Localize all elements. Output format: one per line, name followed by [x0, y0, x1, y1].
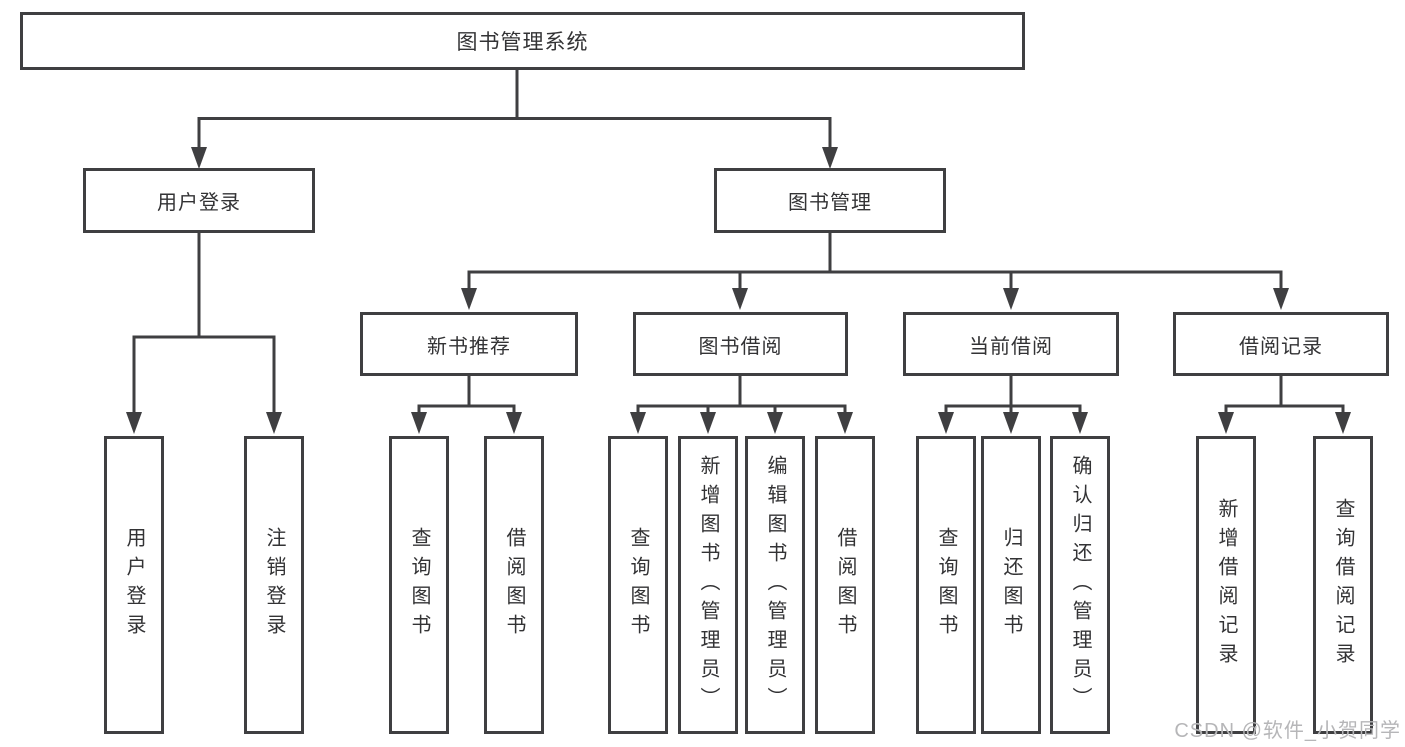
node-borrowing-records: 借阅记录 [1173, 312, 1389, 376]
leaf-logout: 注销登录 [244, 436, 304, 734]
watermark: CSDN @软件_小贺同学 [1174, 720, 1401, 742]
leaf-query-books-recommendation: 查询图书 [389, 436, 449, 734]
leaf-confirm-return-admin: 确认归还（管理员） [1050, 436, 1110, 734]
leaf-return-books: 归还图书 [981, 436, 1041, 734]
node-user-login: 用户登录 [83, 168, 315, 233]
leaf-query-borrowing-record: 查询借阅记录 [1313, 436, 1373, 734]
leaf-borrow-books-recommendation: 借阅图书 [484, 436, 544, 734]
leaf-borrow-books-borrowing: 借阅图书 [815, 436, 875, 734]
leaf-user-login: 用户登录 [104, 436, 164, 734]
node-book-borrowing: 图书借阅 [633, 312, 848, 376]
leaf-add-borrowing-record: 新增借阅记录 [1196, 436, 1256, 734]
node-current-borrowing: 当前借阅 [903, 312, 1119, 376]
node-library-management-system: 图书管理系统 [20, 12, 1025, 70]
leaf-query-books-current: 查询图书 [916, 436, 976, 734]
leaf-query-books-borrowing: 查询图书 [608, 436, 668, 734]
node-book-management: 图书管理 [714, 168, 946, 233]
leaf-add-book-admin: 新增图书（管理员） [678, 436, 738, 734]
node-new-book-recommendation: 新书推荐 [360, 312, 578, 376]
leaf-edit-book-admin: 编辑图书（管理员） [745, 436, 805, 734]
